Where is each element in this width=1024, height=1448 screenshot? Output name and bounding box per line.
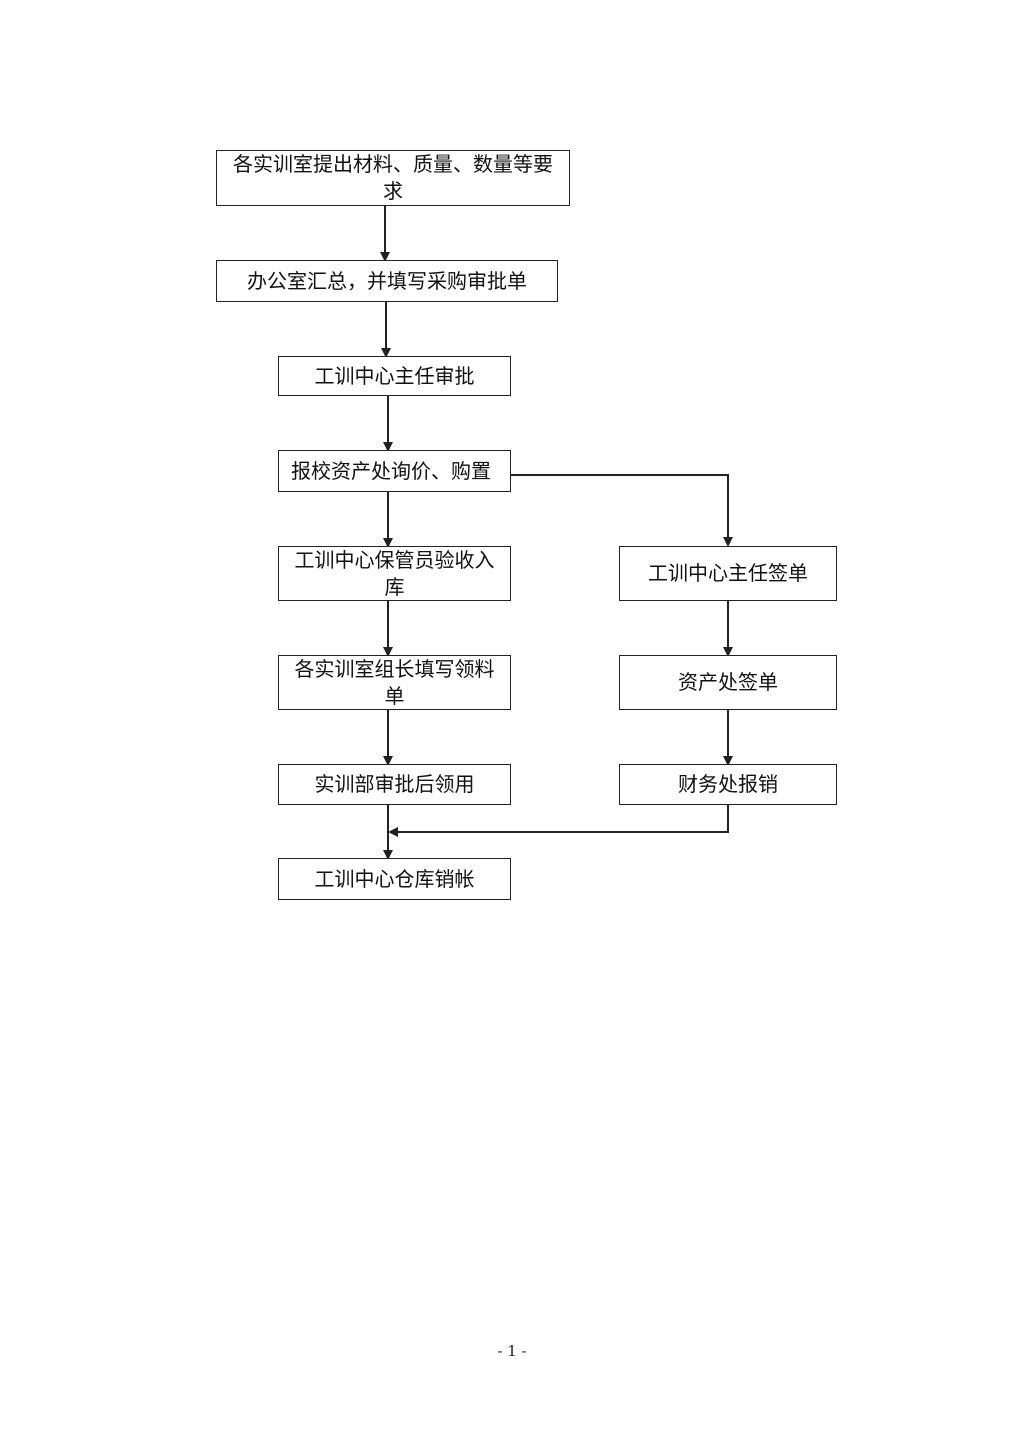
step-director-signoff: 工训中心主任签单 [619,546,837,601]
step-director-approval: 工训中心主任审批 [278,356,511,396]
step-keeper-acceptance: 工训中心保管员验收入库 [278,546,511,601]
step-asset-office-purchase: 报校资产处询价、购置 [278,450,511,492]
arrow-r3-to-merge [388,805,729,837]
arrow-s4-to-r1 [511,474,733,547]
step-submit-requirements: 各实训室提出材料、质量、数量等要求 [216,150,570,206]
step-office-summary: 办公室汇总，并填写采购审批单 [216,260,558,302]
step-warehouse-writeoff: 工训中心仓库销帐 [278,858,511,900]
step-asset-office-signoff: 资产处签单 [619,655,837,710]
page-number: - 1 - [497,1342,527,1360]
step-finance-reimbursement: 财务处报销 [619,764,837,805]
step-training-dept-issue: 实训部审批后领用 [278,764,511,805]
step-group-leader-requisition: 各实训室组长填写领料单 [278,655,511,710]
